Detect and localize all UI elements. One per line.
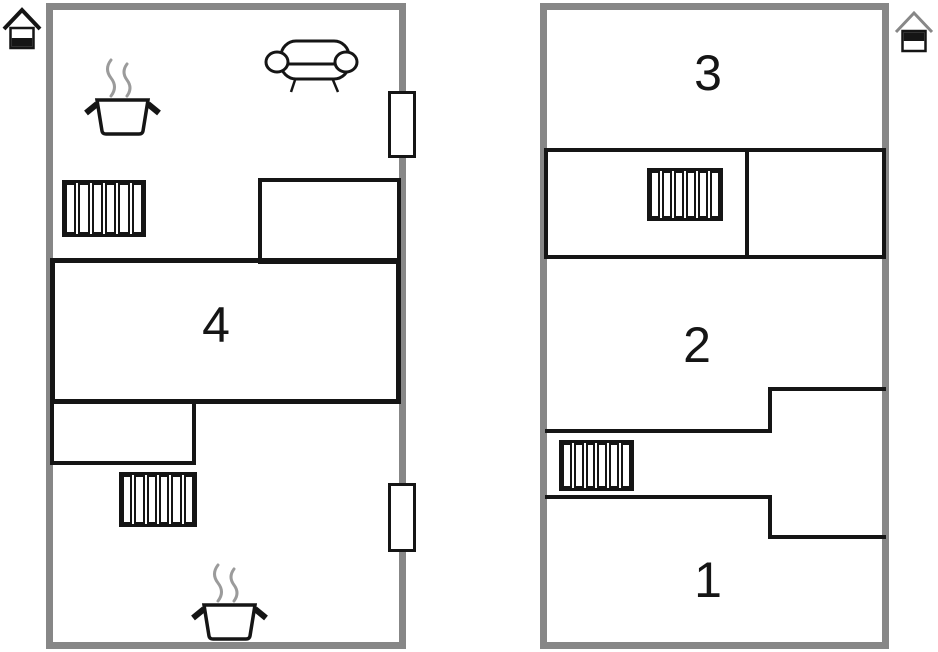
radiator-icon bbox=[119, 472, 197, 527]
cooker-icon bbox=[84, 58, 161, 136]
room-1-label: 1 bbox=[694, 552, 722, 608]
room-3-label: 3 bbox=[694, 45, 722, 101]
stair-wall bbox=[768, 535, 886, 539]
window-icon bbox=[388, 483, 416, 552]
stair-wall bbox=[768, 495, 772, 539]
radiator-icon bbox=[559, 440, 634, 491]
landing-divider-wall bbox=[745, 148, 749, 259]
stair-wall bbox=[768, 387, 772, 433]
upper-floor-outer-wall bbox=[540, 3, 889, 649]
room-4-outline bbox=[50, 258, 401, 404]
window-icon bbox=[388, 91, 416, 158]
ground-floor-outer-wall bbox=[46, 3, 406, 649]
cooker-icon bbox=[191, 563, 268, 641]
room-outline-bottom-left bbox=[50, 400, 196, 465]
house-ground-floor-icon bbox=[2, 7, 42, 50]
radiator-icon bbox=[647, 168, 723, 221]
sofa-icon bbox=[264, 39, 359, 93]
house-upper-floor-icon bbox=[894, 10, 934, 53]
radiator-icon bbox=[62, 180, 146, 237]
stair-wall bbox=[545, 429, 772, 433]
stair-wall bbox=[545, 495, 772, 499]
stair-wall bbox=[768, 387, 886, 391]
room-2-label: 2 bbox=[683, 317, 711, 373]
room-4-label: 4 bbox=[202, 297, 230, 353]
landing-outline bbox=[544, 148, 886, 259]
